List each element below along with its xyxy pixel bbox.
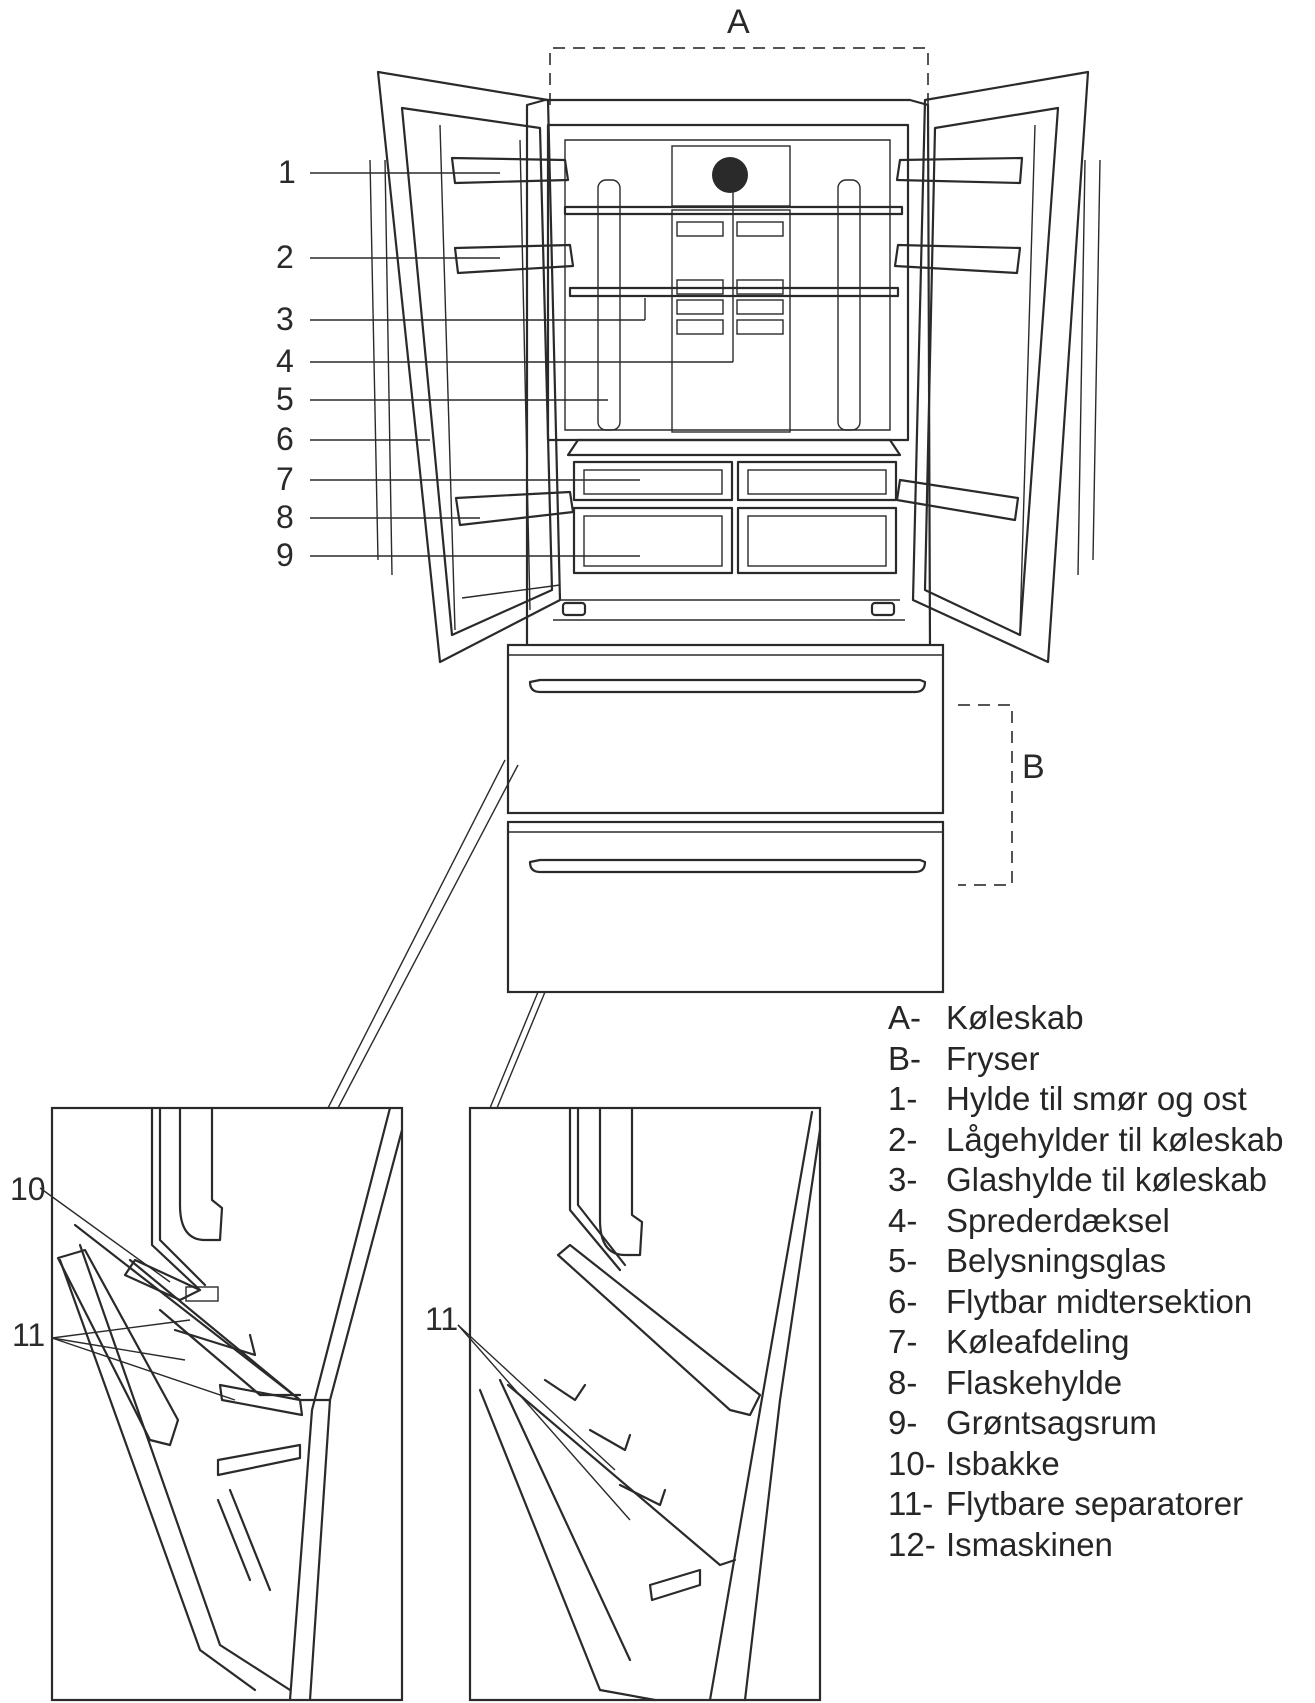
fridge-cabinet [525, 98, 932, 652]
legend-code: 3- [888, 1161, 918, 1198]
callout-9: 9 [276, 537, 294, 573]
legend-code: 6- [888, 1282, 918, 1320]
legend-item: 9- Grøntsagsrum [888, 1403, 1284, 1444]
legend-item: 11- Flytbare separatorer [888, 1484, 1284, 1525]
legend-code: 10- [888, 1444, 936, 1482]
detail-panel-ice-tray [50, 1106, 404, 1702]
legend-code: 7- [888, 1323, 918, 1360]
legend-item: 8- Flaskehylde [888, 1363, 1284, 1404]
dimension-a-bracket [549, 47, 929, 105]
legend-item: 2- Lågehylder til køleskab [888, 1120, 1284, 1161]
legend-item: A- Køleskab [888, 998, 1284, 1039]
callout-11-right: 11 [425, 1301, 458, 1337]
legend-text: Isbakke [946, 1444, 1060, 1482]
callout-8: 8 [276, 499, 294, 535]
legend-text: Køleskab [946, 999, 1084, 1036]
legend-item: 10- Isbakke [888, 1444, 1284, 1485]
freezer-drawers [506, 643, 945, 994]
detail-panel-separators [468, 1106, 822, 1702]
legend-code: 12- [888, 1525, 936, 1563]
legend-text: Køleafdeling [946, 1323, 1130, 1360]
legend-code: 2- [888, 1120, 918, 1158]
legend-code: 5- [888, 1242, 918, 1279]
legend-text: Sprederdæksel [946, 1201, 1170, 1239]
callout-numbers: 1 2 3 4 5 6 7 8 9 [276, 154, 296, 573]
legend-text: Grøntsagsrum [946, 1404, 1157, 1441]
legend-item: B- Fryser [888, 1039, 1284, 1080]
legend-text: Flytbare separatorer [946, 1485, 1244, 1522]
legend-text: Belysningsglas [946, 1242, 1167, 1279]
legend-code: A- [888, 999, 921, 1036]
callout-3: 3 [276, 301, 294, 337]
legend-item: 7- Køleafdeling [888, 1322, 1284, 1363]
legend-code: 1- [888, 1080, 918, 1117]
callout-4: 4 [276, 343, 294, 379]
callout-2: 2 [276, 239, 294, 275]
legend-code: 4- [888, 1201, 918, 1239]
legend-item: 3- Glashylde til køleskab [888, 1160, 1284, 1201]
callout-7: 7 [276, 461, 294, 497]
callout-5: 5 [276, 381, 294, 417]
legend-text: Flaskehylde [946, 1363, 1123, 1401]
legend-text: Glashylde til køleskab [946, 1161, 1267, 1198]
legend-item: 12- Ismaskinen [888, 1525, 1284, 1566]
callout-10: 10 [10, 1171, 46, 1207]
legend-code: B- [888, 1039, 921, 1077]
right-door [893, 70, 1101, 664]
legend-text: Lågehylder til køleskab [946, 1120, 1284, 1158]
legend-text: Flytbar midtersektion [946, 1282, 1253, 1320]
legend-text: Ismaskinen [946, 1525, 1113, 1563]
legend-code: 11- [888, 1485, 934, 1522]
callout-leaders [310, 172, 734, 557]
callout-6: 6 [276, 421, 294, 457]
dimension-b-bracket [958, 704, 1013, 886]
legend-item: 5- Belysningsglas [888, 1241, 1284, 1282]
legend-item: 4- Sprederdæksel [888, 1201, 1284, 1242]
zoom-connectors [327, 759, 546, 1109]
detail-2-leaders [457, 1324, 631, 1521]
legend-code: 9- [888, 1404, 918, 1441]
legend-text: Fryser [946, 1039, 1040, 1077]
left-door [369, 70, 575, 664]
legend-item: 6- Flytbar midtersektion [888, 1282, 1284, 1323]
callout-a: A [727, 3, 750, 41]
legend-item: 1- Hylde til smør og ost [888, 1079, 1284, 1120]
detail-1-leaders [39, 1187, 236, 1401]
legend-text: Hylde til smør og ost [946, 1080, 1247, 1117]
callout-1: 1 [278, 154, 296, 190]
legend-code: 8- [888, 1363, 918, 1401]
callout-11-left: 11 [12, 1317, 45, 1353]
callout-b: B [1022, 748, 1045, 786]
